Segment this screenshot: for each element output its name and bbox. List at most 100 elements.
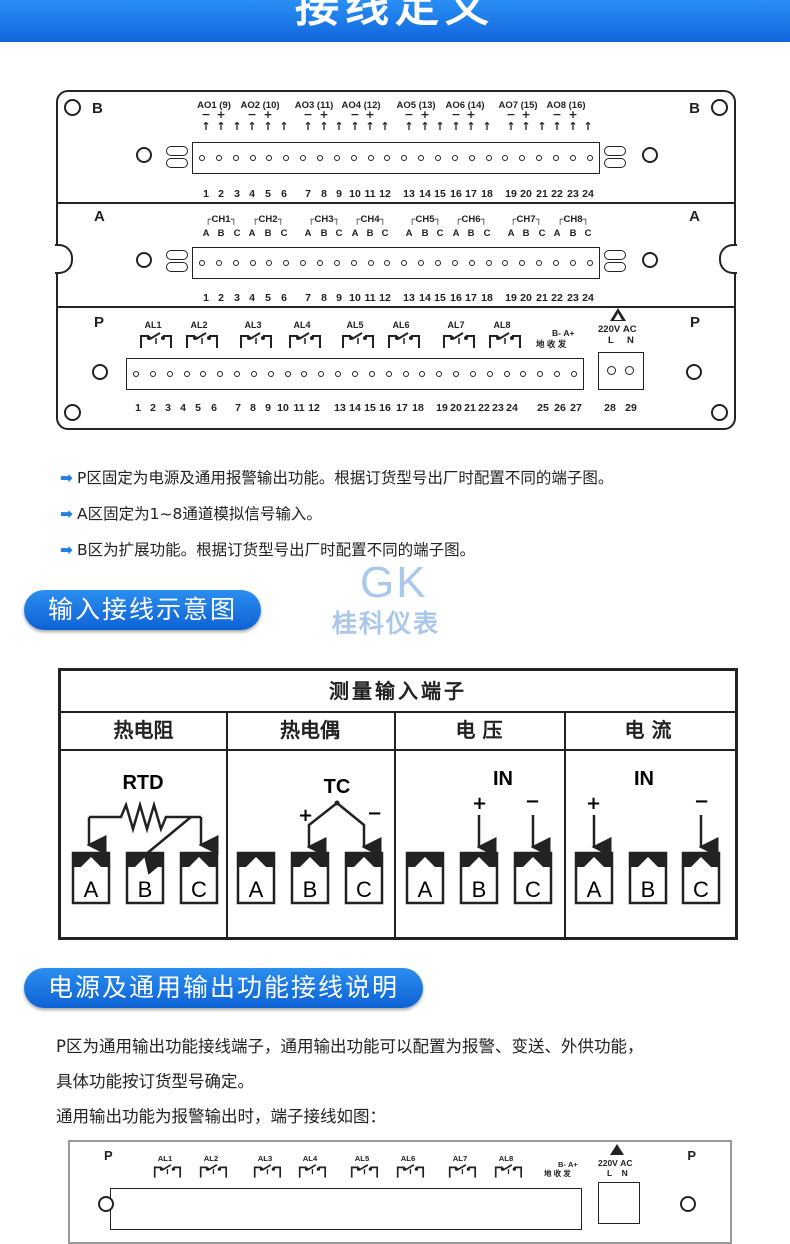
terminal-number: 10 [277, 402, 289, 414]
relay-contact-icon [342, 332, 374, 348]
terminal-number: 26 [554, 402, 566, 414]
terminal-number: 21 [536, 188, 548, 200]
alarm-label: AL3 [257, 1154, 273, 1163]
terminal-number: 17 [465, 188, 477, 200]
terminal-number: 16 [450, 292, 462, 304]
section-title-power-output: 电源及通用输出功能接线说明 [24, 968, 424, 1008]
terminal-screw [283, 155, 290, 161]
relay-contact-icon [140, 332, 172, 348]
relay-contact-icon [289, 332, 321, 348]
alarm-label: AL6 [392, 320, 410, 330]
channel-label: CH6 [461, 214, 481, 225]
input-terminal-box: B [290, 851, 330, 905]
terminal-screw [368, 371, 375, 377]
terminal-number: 18 [481, 188, 493, 200]
alarm-label: AL6 [400, 1154, 416, 1163]
relay-contact-icon [298, 1164, 327, 1178]
up-arrow-icon: ↑ [201, 120, 211, 133]
channel-label: CH7 [516, 214, 536, 225]
terminal-number: 28 [604, 402, 616, 414]
input-terminal-letter: C [693, 877, 709, 902]
terminal-screw [435, 155, 442, 161]
channel-pin-label: B [366, 228, 374, 239]
terminal-screw [502, 155, 509, 161]
col-header-voltage: 电 压 [455, 718, 503, 742]
terminal-screw [553, 155, 560, 161]
minus-sign: − [350, 108, 360, 121]
power-terminal-block [598, 352, 644, 390]
terminal-screw [401, 155, 408, 161]
screw-hole [642, 252, 658, 268]
terminal-strip-p2 [110, 1188, 582, 1230]
terminal-number: 7 [235, 402, 241, 414]
terminal-number: 2 [150, 402, 156, 414]
plus-sign: + [263, 108, 273, 121]
relay-contact-icon [186, 332, 218, 348]
terminal-number: 5 [265, 292, 271, 304]
analog-output-label: AO7 (15) [498, 100, 538, 111]
terminal-screw [232, 260, 239, 266]
terminal-screw [234, 371, 241, 377]
analog-output-label: AO3 (11) [294, 100, 334, 111]
relay-contact-icon [253, 1164, 282, 1178]
analog-output-label: AO1 (9) [197, 100, 231, 111]
col-divider [564, 711, 566, 937]
terminal-screw [418, 155, 425, 161]
input-terminal-box: A [71, 851, 111, 905]
terminal-number: 22 [478, 402, 490, 414]
terminal-screw [586, 260, 593, 266]
screw-hole [642, 147, 658, 163]
terminal-number: 21 [464, 402, 476, 414]
channel-pin-label: C [483, 228, 491, 239]
strip-clip [166, 158, 188, 168]
channel-pin-label: B [421, 228, 429, 239]
terminal-number: 24 [582, 188, 594, 200]
terminal-screw [451, 155, 458, 161]
arrow-right-icon: ➡ [60, 541, 73, 559]
terminal-number: 2 [218, 188, 224, 200]
terminal-screw [519, 260, 526, 266]
terminal-screw [569, 260, 576, 266]
up-arrow-icon: ↑ [420, 120, 430, 133]
terminal-screw [436, 371, 443, 377]
channel-pin-label: B [522, 228, 530, 239]
terminal-number: 1 [135, 402, 141, 414]
channel-pin-label: A [202, 228, 210, 239]
terminal-screw [569, 155, 576, 161]
minus-sign: − [303, 108, 313, 121]
relay-contact-icon [396, 1164, 425, 1178]
alarm-label: AL4 [293, 320, 311, 330]
channel-pin-label: C [280, 228, 288, 239]
terminal-number: 17 [465, 292, 477, 304]
analog-output-label: AO6 (14) [445, 100, 485, 111]
terminal-screw [367, 155, 374, 161]
up-arrow-icon: ↑ [404, 120, 414, 133]
terminal-screw [284, 371, 291, 377]
channel-pin-label: B [569, 228, 577, 239]
terminal-number: 23 [492, 402, 504, 414]
terminal-number: 13 [334, 402, 346, 414]
up-arrow-icon: ↑ [350, 120, 360, 133]
terminal-number: 6 [281, 188, 287, 200]
terminal-screw [418, 260, 425, 266]
alarm-label: AL1 [157, 1154, 173, 1163]
alarm-label: AL8 [498, 1154, 514, 1163]
channel-pin-label: A [507, 228, 515, 239]
terminal-number: 25 [537, 402, 549, 414]
terminal-number: 11 [364, 188, 376, 200]
terminal-screw [435, 260, 442, 266]
comm-b-minus: B- [552, 328, 561, 338]
terminal-screw [317, 260, 324, 266]
para-line-1: P区为通用输出功能接线端子，通用输出功能可以配置为报警、变送、外供功能， [56, 1037, 644, 1056]
terminal-number: 8 [250, 402, 256, 414]
current-plus-sign: + [586, 793, 601, 814]
plus-sign: + [216, 108, 226, 121]
strip-clip [604, 146, 626, 156]
alarm-label: AL2 [203, 1154, 219, 1163]
input-terminal-letter: C [356, 877, 372, 902]
terminal-screw [401, 260, 408, 266]
plus-sign: + [365, 108, 375, 121]
terminal-screw [570, 371, 577, 377]
